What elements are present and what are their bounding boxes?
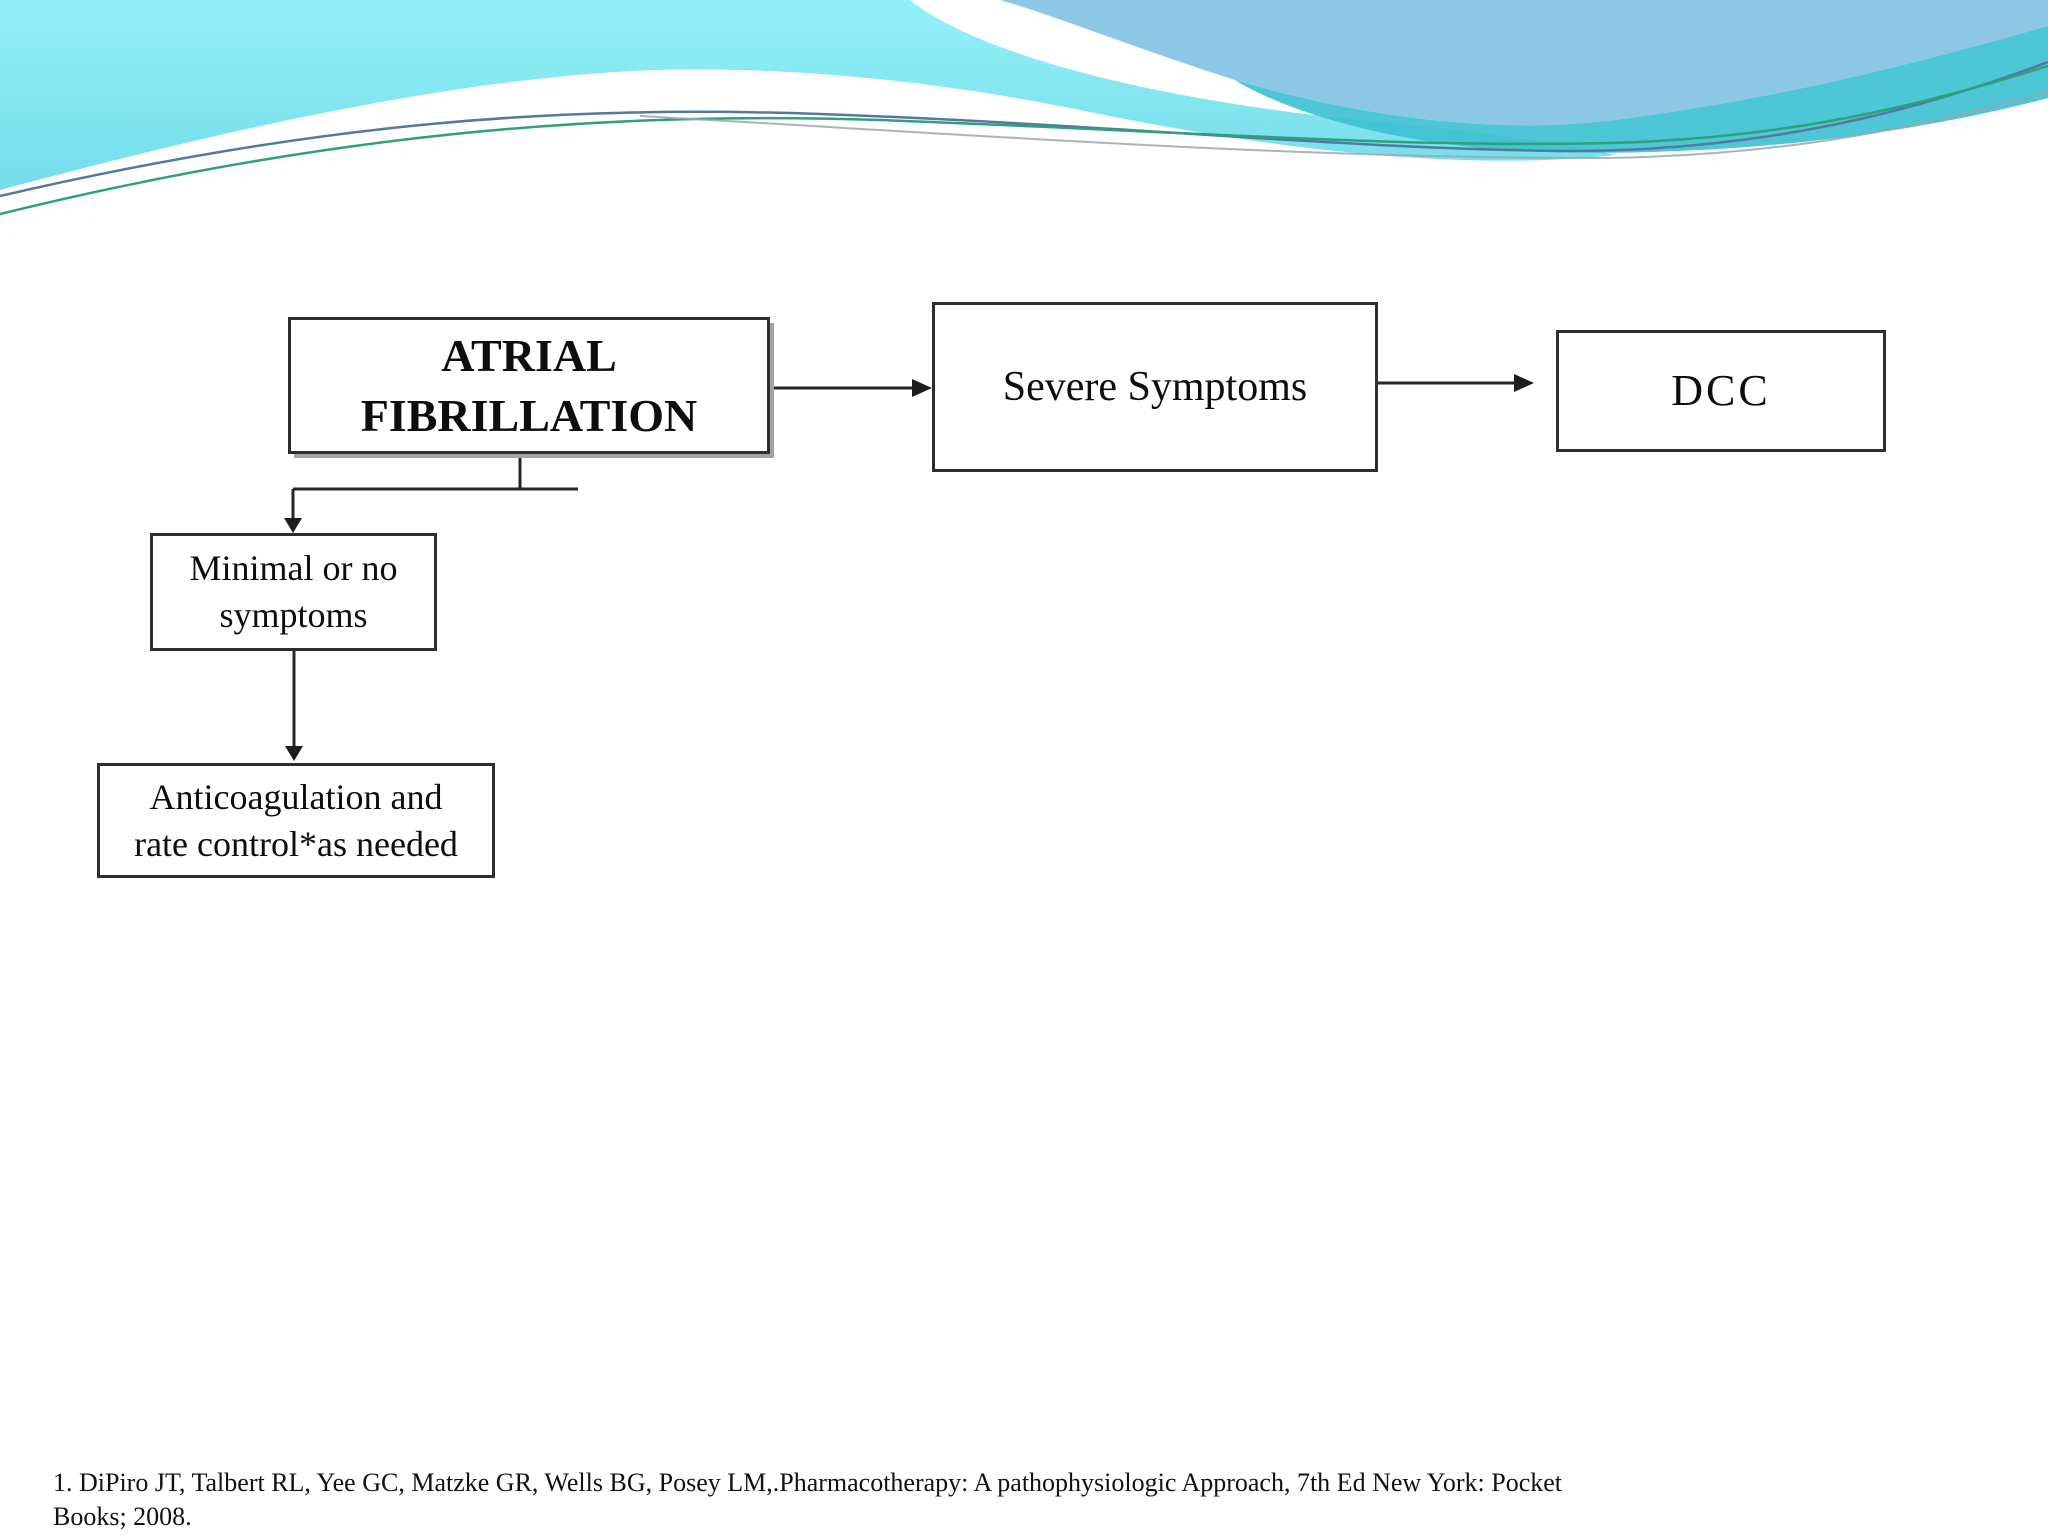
citation: 1. DiPiro JT, Talbert RL, Yee GC, Matzke… xyxy=(53,1466,1753,1535)
citation-line-1: 1. DiPiro JT, Talbert RL, Yee GC, Matzke… xyxy=(53,1468,1563,1497)
node-severe-symptoms-label: Severe Symptoms xyxy=(1002,363,1308,410)
citation-line-2: Books; 2008. xyxy=(53,1502,192,1532)
node-minimal-symptoms: Minimal or no symptoms xyxy=(150,533,437,651)
node-severe-symptoms: Severe Symptoms xyxy=(932,302,1378,472)
header-teal-band xyxy=(1235,26,2048,153)
node-atrial-fibrillation-label: ATRIAL FIBRILLATION xyxy=(360,329,698,441)
header-line-green xyxy=(0,64,2048,216)
header-line-gray xyxy=(639,91,2048,160)
node-anticoagulation-label: Anticoagulation and rate control*as need… xyxy=(134,776,458,864)
node-minimal-symptoms-label: Minimal or no symptoms xyxy=(189,548,398,635)
arrowhead-into-minimal xyxy=(284,518,302,533)
arrowhead-into-severe xyxy=(912,379,932,397)
arrowhead-into-anticoag xyxy=(285,746,303,761)
node-dcc-label: DCC xyxy=(1671,366,1771,416)
node-anticoagulation: Anticoagulation and rate control*as need… xyxy=(97,763,495,878)
arrowhead-into-dcc xyxy=(1514,374,1534,392)
header-wave-decoration xyxy=(0,0,2048,216)
header-cyan-wave xyxy=(0,0,1615,190)
header-blue-wave xyxy=(1000,0,2048,126)
node-dcc: DCC xyxy=(1556,330,1886,452)
node-atrial-fibrillation: ATRIAL FIBRILLATION xyxy=(288,317,770,454)
